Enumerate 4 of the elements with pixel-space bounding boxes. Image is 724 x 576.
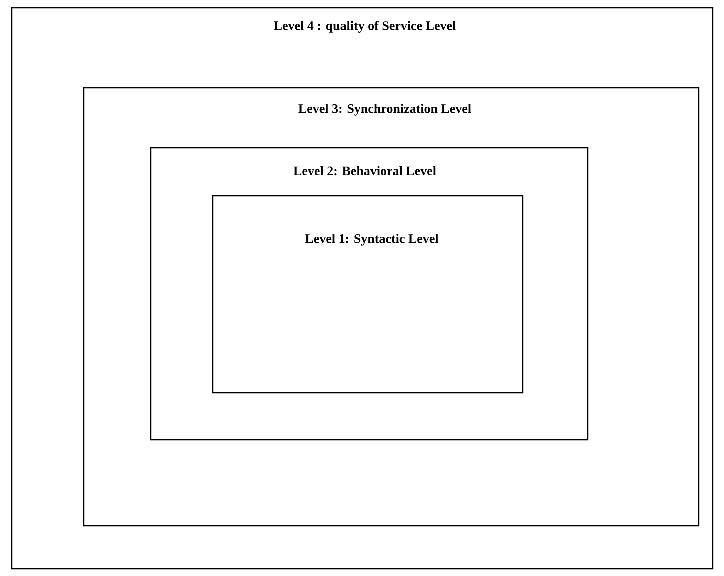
level-heading: Level 4 : quality of Service Level — [274, 21, 456, 33]
level-heading: Level 1: Syntactic Level — [305, 234, 439, 246]
level-heading: Level 2: Behavioral Level — [294, 166, 436, 176]
level-heading: Level 3: Synchronization Level — [298, 104, 472, 116]
